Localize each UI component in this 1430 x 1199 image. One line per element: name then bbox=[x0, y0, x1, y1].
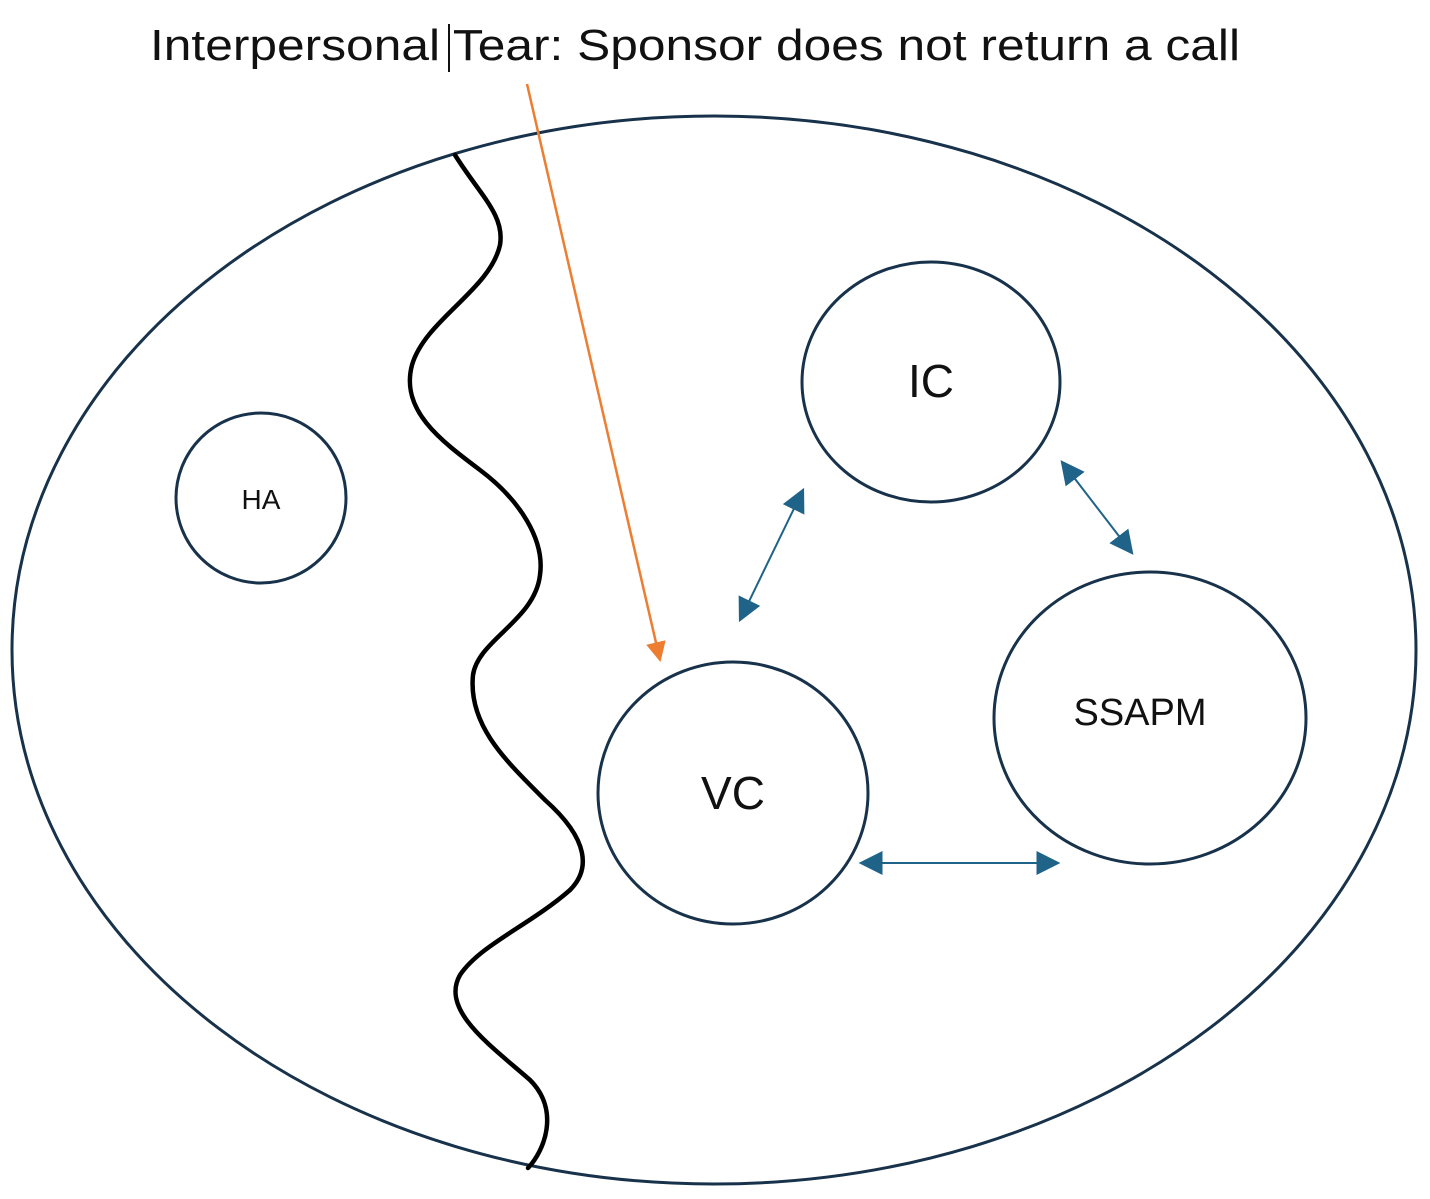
node-ha-circle bbox=[174, 411, 348, 585]
node-vc: VC bbox=[596, 660, 870, 926]
node-ic-circle bbox=[800, 260, 1062, 504]
node-vc-circle bbox=[596, 660, 870, 926]
node-ssapm-label: SSAPM bbox=[1073, 692, 1206, 734]
tear-arrow bbox=[525, 83, 666, 662]
diagram-title: Interpersonal Tear: Sponsor does not ret… bbox=[150, 21, 1240, 70]
node-ic-label: IC bbox=[908, 355, 954, 407]
arrow-vc-ic bbox=[738, 487, 805, 623]
node-ha: HA bbox=[174, 411, 348, 585]
node-ssapm-circle bbox=[992, 570, 1308, 866]
arrow-ic-ssapm bbox=[1060, 460, 1134, 555]
node-ssapm: SSAPM bbox=[992, 570, 1308, 866]
node-vc-label: VC bbox=[701, 767, 765, 819]
outer-boundary-ellipse bbox=[10, 114, 1418, 1186]
tear-line bbox=[407, 152, 585, 1171]
node-ha-label: HA bbox=[242, 484, 281, 515]
node-ic: IC bbox=[800, 260, 1062, 504]
